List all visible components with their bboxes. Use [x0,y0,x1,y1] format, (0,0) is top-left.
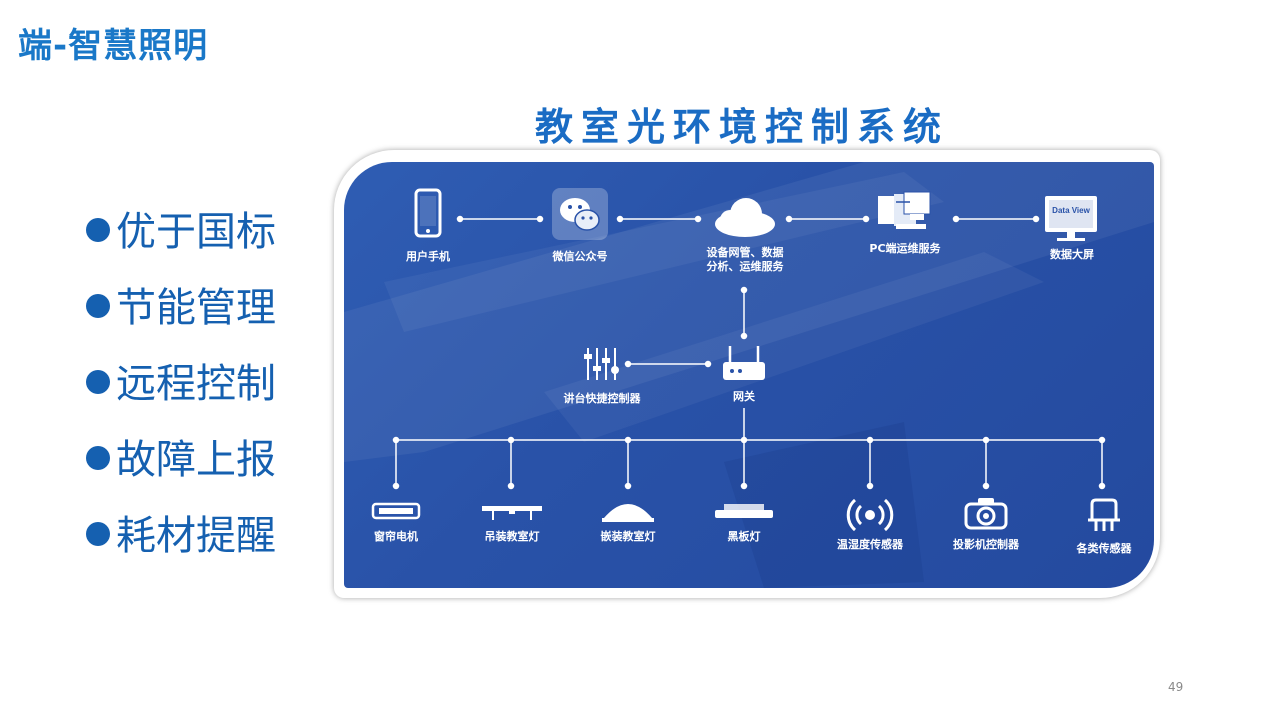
node-label: 嵌装教室灯 [600,530,656,543]
node-label: 窗帘电机 [374,530,418,543]
node-cloud-service: 设备网管、数据 分析、运维服务 [690,194,800,274]
node-pendant-light: 吊装教室灯 [468,500,556,544]
blackboard-light-icon [715,504,773,518]
feature-item: 故障上报 [86,418,276,494]
node-user-phone: 用户手机 [388,188,468,264]
node-podium-controller: 讲台快捷控制器 [554,344,650,406]
node-label: 微信公众号 [552,250,608,263]
node-projector-controller: 投影机控制器 [940,496,1032,552]
feature-label: 远程控制 [116,361,276,407]
node-data-screen: Data View 数据大屏 [1032,194,1112,262]
router-icon [723,346,765,380]
pendant-light-icon [482,506,542,520]
node-sensors: 各类传感器 [1064,498,1144,556]
bullet-icon [86,522,110,546]
node-label: 网关 [733,390,755,403]
screen-text: Data View [1052,206,1090,215]
node-label: 讲台快捷控制器 [563,392,641,405]
bullet-icon [86,294,110,318]
feature-item: 节能管理 [86,266,276,342]
smartphone-icon [414,188,442,238]
node-wechat: 微信公众号 [540,188,620,264]
bullet-icon [86,370,110,394]
sliders-icon [584,348,619,380]
feature-label: 优于国标 [116,209,276,255]
node-label: 用户手机 [406,250,450,263]
node-pc-service: PC端运维服务 [860,190,950,256]
bullet-icon [86,446,110,470]
node-label: PC端运维服务 [869,242,941,255]
feature-label: 故障上报 [116,437,276,483]
diagram-title: 教室光环境控制系统 [535,105,950,149]
node-label: 投影机控制器 [953,538,1019,551]
node-label: 吊装教室灯 [484,530,540,543]
feature-item: 耗材提醒 [86,494,276,570]
page-number: 49 [1168,680,1184,694]
node-label: 分析、运维服务 [706,260,784,273]
computer-icon [878,191,931,229]
sensor-chip-icon [1088,498,1120,531]
bullet-icon [86,218,110,242]
node-humidity-sensor: 温湿度传感器 [824,496,916,552]
feature-item: 优于国标 [86,190,276,266]
system-diagram: 用户手机 微信公众号 设备网管、数据 分析、运维服务 PC端运维服务 [344,162,1154,588]
node-label: 设备网管、数据 [706,246,784,259]
node-label: 温湿度传感器 [837,538,903,551]
page-title: 端-智慧照明 [18,26,209,66]
node-label: 黑板灯 [727,530,761,543]
cloud-icon [715,198,775,237]
monitor-icon: Data View [1045,196,1097,241]
feature-item: 远程控制 [86,342,276,418]
background-decoration [344,162,1154,588]
ceiling-light-icon [602,504,654,522]
node-label: 各类传感器 [1076,542,1132,555]
projector-icon [964,498,1008,530]
node-label: 数据大屏 [1050,248,1094,261]
node-gateway: 网关 [714,342,774,404]
node-blackboard-light: 黑板灯 [704,500,784,544]
feature-list: 优于国标 节能管理 远程控制 故障上报 耗材提醒 [86,190,276,570]
curtain-motor-icon [371,502,421,520]
signal-sensor-icon [846,498,894,532]
connection-lines [392,215,1106,490]
feature-label: 节能管理 [116,285,276,331]
feature-label: 耗材提醒 [116,513,276,559]
node-curtain-motor: 窗帘电机 [356,500,436,544]
node-embedded-light: 嵌装教室灯 [584,494,672,544]
wechat-icon [552,188,608,240]
